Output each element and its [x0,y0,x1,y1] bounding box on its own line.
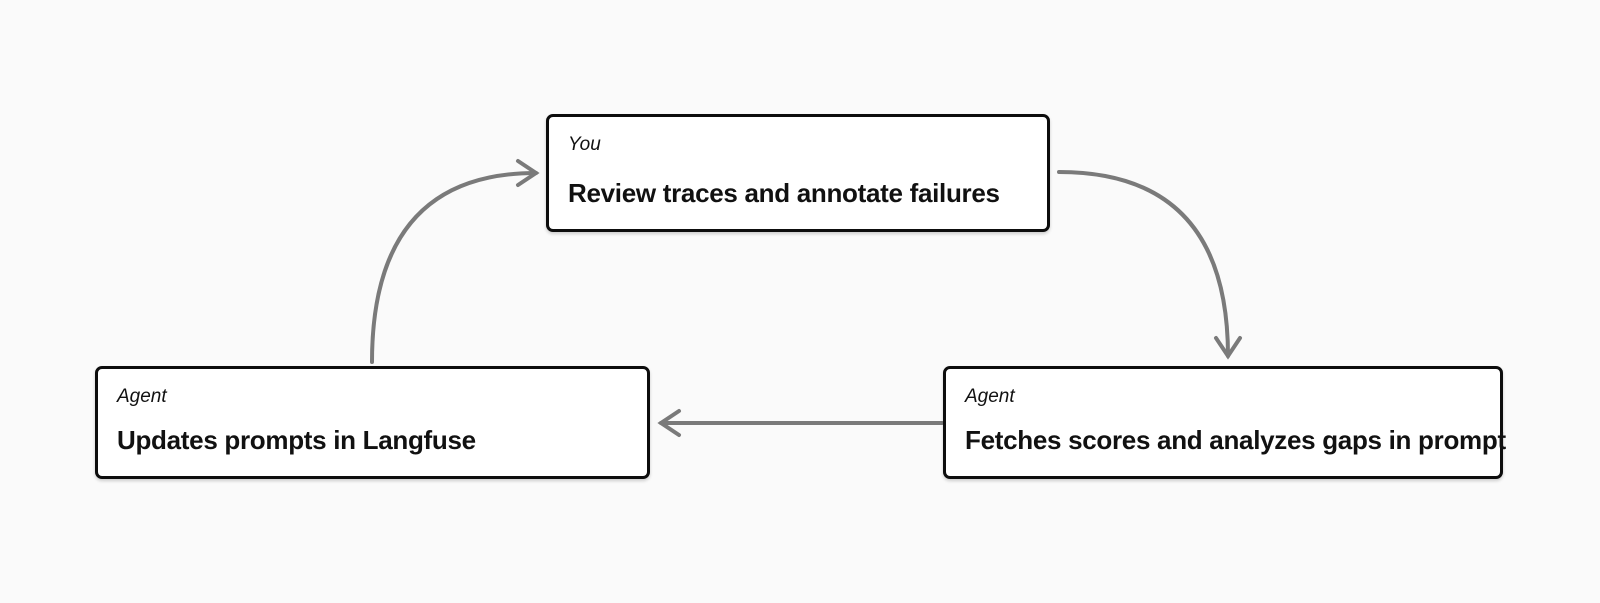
node-updates-prompts: Agent Updates prompts in Langfuse [95,366,650,479]
node-title: Updates prompts in Langfuse [117,425,476,455]
node-review-traces: You Review traces and annotate failures [546,114,1050,232]
arrow-review-to-fetch [1057,170,1242,360]
node-actor-label: Agent [117,386,167,407]
node-actor-label: You [568,134,601,155]
node-actor-label: Agent [965,386,1015,407]
arrow-update-to-review [370,159,540,364]
node-title: Review traces and annotate failures [568,178,1000,208]
node-title: Fetches scores and analyzes gaps in prom… [965,425,1506,455]
node-fetches-scores: Agent Fetches scores and analyzes gaps i… [943,366,1506,479]
